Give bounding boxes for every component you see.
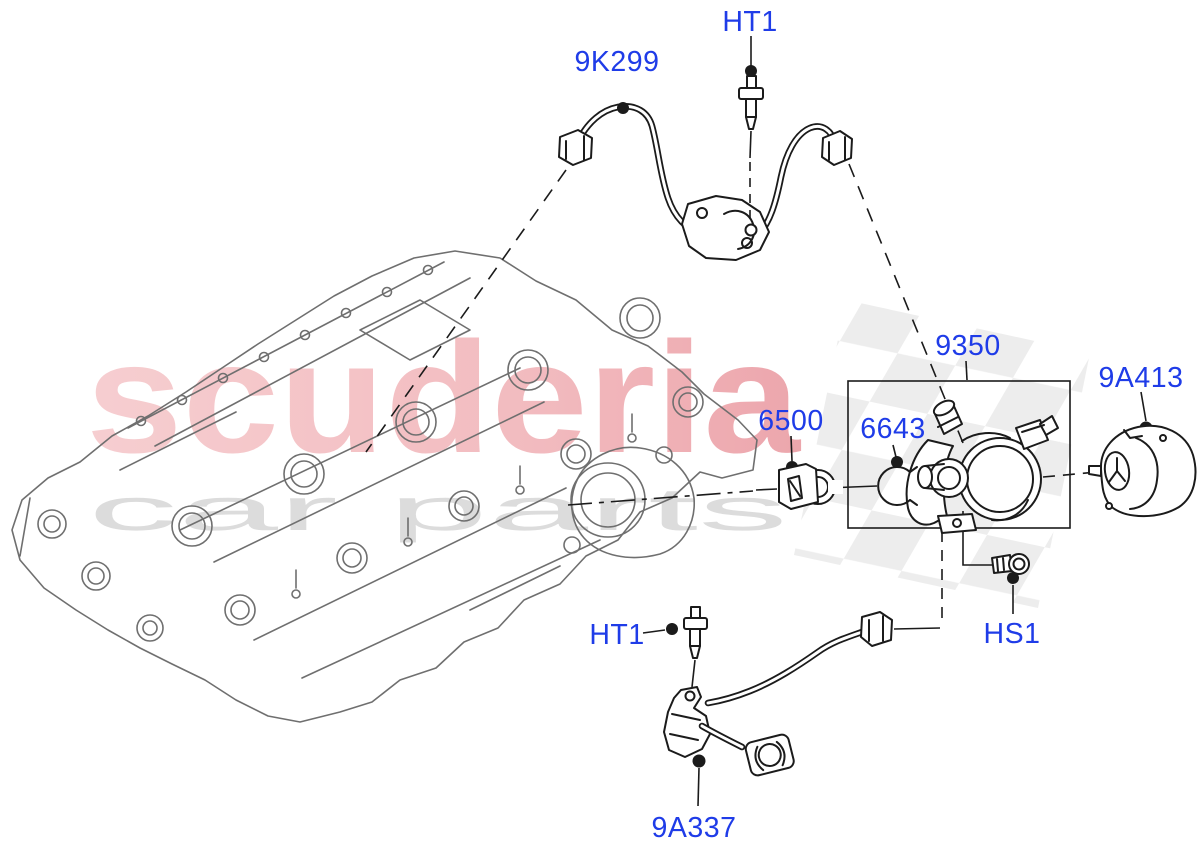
watermark-tagline: car parts bbox=[88, 476, 788, 543]
part-label-hs1[interactable]: HS1 bbox=[984, 618, 1041, 650]
part-label-9350[interactable]: 9350 bbox=[935, 330, 1000, 362]
part-label-9a413[interactable]: 9A413 bbox=[1099, 362, 1184, 394]
clamp-6500-drawing bbox=[778, 435, 843, 510]
upper-fuel-line-drawing bbox=[558, 102, 853, 261]
part-label-ht1-bottom[interactable]: HT1 bbox=[589, 619, 644, 651]
part-label-9a337[interactable]: 9A337 bbox=[652, 812, 737, 842]
part-label-9k299[interactable]: 9K299 bbox=[575, 46, 660, 78]
ht1-top-stud-drawing bbox=[738, 36, 764, 224]
lower-fuel-line-drawing bbox=[663, 611, 893, 807]
pump-cover-9a413-drawing bbox=[1088, 391, 1197, 518]
hs1-bolt-drawing bbox=[991, 553, 1030, 614]
engine-cylinder-head-drawing bbox=[11, 250, 758, 723]
snap-ring-6643-drawing bbox=[877, 444, 918, 506]
part-label-ht1-top[interactable]: HT1 bbox=[722, 6, 777, 38]
part-label-6643[interactable]: 6643 bbox=[860, 413, 925, 445]
high-pressure-pump-drawing bbox=[905, 399, 1059, 534]
part-label-6500[interactable]: 6500 bbox=[758, 405, 823, 437]
callout-dot-9k299 bbox=[617, 102, 629, 114]
ht1-bottom-stud-drawing bbox=[642, 606, 708, 688]
watermark-brand: scuderia bbox=[86, 310, 801, 486]
